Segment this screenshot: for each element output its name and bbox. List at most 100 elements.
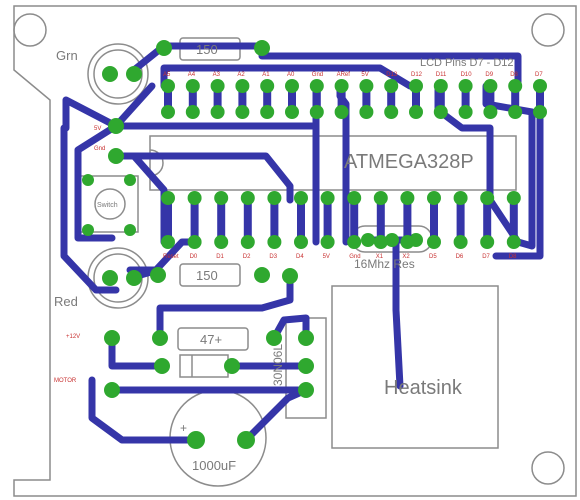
- trace-24: [492, 82, 544, 260]
- pad: [82, 224, 94, 236]
- pin-label-gnd-left: Gnd: [94, 146, 105, 152]
- pin-label: D10: [461, 72, 473, 78]
- pin-pad: [480, 191, 495, 205]
- pin-pad: [453, 235, 468, 249]
- pad: [237, 431, 255, 449]
- pin-label: A0: [287, 72, 295, 78]
- resistor-bottom-body: [179, 263, 241, 287]
- pad: [254, 267, 270, 283]
- pad: [104, 330, 120, 346]
- pin-pad: [359, 105, 374, 119]
- trace-9: [112, 152, 168, 246]
- pin-pad: [161, 79, 175, 93]
- pin-label: ARef: [337, 72, 351, 78]
- pin-pad: [433, 105, 448, 119]
- pin-pad: [309, 79, 324, 93]
- pin-label: D3: [269, 254, 277, 260]
- pin-pad: [334, 79, 349, 93]
- pin-pad: [240, 235, 255, 249]
- pin-label: 5V: [361, 72, 368, 78]
- pin-pad: [235, 79, 250, 93]
- pin-pad: [359, 79, 374, 93]
- pad: [154, 358, 170, 374]
- pin-pad: [161, 105, 175, 119]
- label-resistor-bottom: 150: [196, 268, 218, 283]
- pin-pad: [187, 235, 202, 249]
- trace-15: [108, 334, 166, 370]
- pin-pad: [400, 235, 415, 249]
- label-cap-big-plus: +: [180, 421, 187, 435]
- trace-14: [156, 272, 294, 342]
- trace-20: [242, 386, 310, 444]
- pin-label: D9: [485, 72, 493, 78]
- pin-label: D11: [436, 72, 447, 78]
- pad: [102, 270, 118, 286]
- pin-label: D6: [456, 254, 464, 260]
- trace-19: [88, 376, 200, 444]
- pin-pad: [161, 235, 175, 249]
- pin-pad: [260, 105, 275, 119]
- pin-label: D0: [190, 254, 198, 260]
- pin-pad: [409, 105, 423, 119]
- pad: [126, 66, 142, 82]
- label-chip: ATMEGA328P: [344, 151, 474, 173]
- silkscreen: [79, 37, 517, 487]
- trace-11: [126, 238, 194, 274]
- trace-25: [482, 82, 536, 250]
- pin-pad: [210, 79, 225, 93]
- pin-pad: [427, 191, 441, 205]
- pin-pad: [384, 79, 399, 93]
- label-motor: MOTOR: [54, 378, 77, 384]
- pin-pad: [309, 105, 324, 119]
- pin-pad: [506, 235, 521, 249]
- pin-pad: [400, 191, 415, 205]
- pad: [385, 233, 399, 247]
- pad: [152, 330, 168, 346]
- trace-16: [270, 314, 310, 342]
- pin-pad: [347, 191, 362, 205]
- label-regulator: 30N06L: [271, 344, 285, 386]
- led-green-outline: [87, 43, 149, 105]
- pin-label: D8: [509, 254, 517, 260]
- trace-5: [74, 122, 120, 242]
- pin-pad: [187, 191, 202, 205]
- pin-label: Reset: [163, 254, 179, 260]
- trace-8: [60, 124, 120, 294]
- pin-pad: [453, 191, 468, 205]
- label-12v: +12V: [66, 334, 80, 340]
- pin-pad: [185, 79, 200, 93]
- pin-pad: [384, 105, 399, 119]
- pad: [124, 174, 136, 186]
- pin-pad: [433, 79, 448, 93]
- trace-22: [392, 236, 404, 390]
- pin-pad: [320, 235, 335, 249]
- pin-pad: [240, 191, 255, 205]
- pin-pad: [294, 235, 308, 249]
- pin-pad: [210, 105, 225, 119]
- pin-pad: [480, 235, 495, 249]
- trace-2: [160, 64, 414, 90]
- pin-pad: [533, 79, 547, 93]
- pin-pad: [294, 191, 308, 205]
- pad: [224, 358, 240, 374]
- pin-pad: [260, 79, 275, 93]
- pin-label: D13: [386, 72, 398, 78]
- pad: [102, 66, 118, 82]
- trace-10: [112, 152, 294, 204]
- pin-label: A1: [262, 72, 270, 78]
- label-lcd-pins: LCD Pins D7 - D12: [420, 57, 514, 69]
- pad: [108, 118, 124, 134]
- pin-label: Gnd: [349, 254, 360, 260]
- pin-pad: [320, 191, 335, 205]
- pin-label: D8: [510, 72, 518, 78]
- pad: [126, 270, 142, 286]
- pin-pad: [533, 105, 547, 119]
- pin-label: X2: [402, 254, 410, 260]
- pad: [104, 382, 120, 398]
- pin-label: A4: [188, 72, 196, 78]
- component-pads: [82, 40, 423, 449]
- pad: [282, 268, 298, 284]
- pin-label: D5: [429, 254, 437, 260]
- pin-label: 5V: [323, 254, 330, 260]
